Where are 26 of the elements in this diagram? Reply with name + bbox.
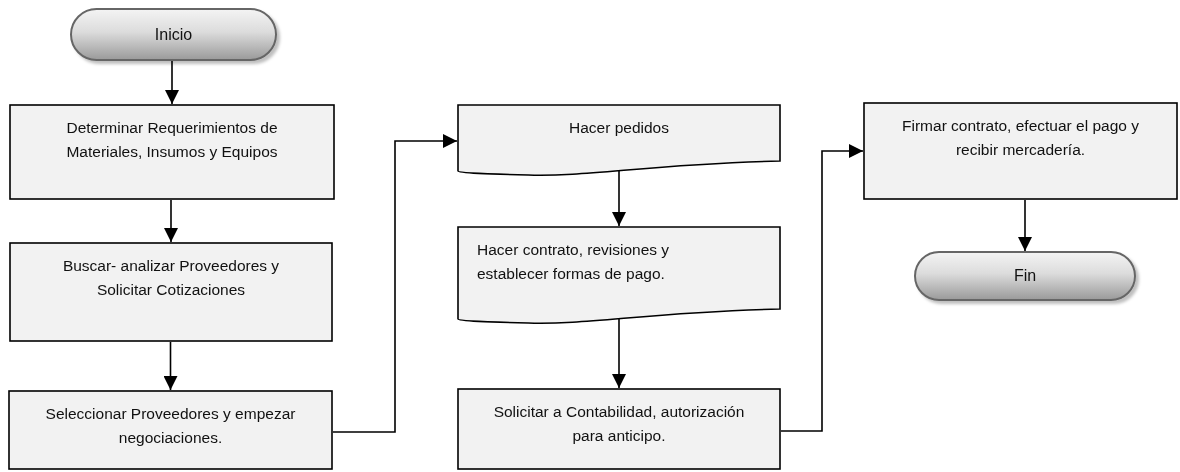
arrow xyxy=(780,144,864,432)
arrow xyxy=(612,317,626,389)
terminator-shape xyxy=(914,251,1136,301)
step-text: Fin xyxy=(1012,266,1038,286)
process-box xyxy=(9,242,333,342)
step-text: Seleccionar Proveedores y empezar negociaciones. xyxy=(44,404,297,448)
terminator-shape xyxy=(70,8,277,61)
step-text: Buscar- analizar Proveedores y Solicitar Cotizaciones xyxy=(61,256,281,300)
document-shape xyxy=(457,104,781,176)
step-text: Hacer pedidos xyxy=(568,118,670,138)
arrow xyxy=(332,134,458,433)
arrow xyxy=(1018,199,1032,252)
process-box xyxy=(8,390,333,470)
process-box xyxy=(457,388,781,470)
document-shape xyxy=(457,226,781,324)
step-text: Inicio xyxy=(153,24,194,45)
arrow xyxy=(164,199,178,243)
arrow xyxy=(163,341,178,391)
process-box xyxy=(9,104,335,200)
step-text: Hacer contrato, revisiones y establecer formas de pago. xyxy=(476,240,671,284)
step-text: Firmar contrato, efectuar el pago y recibir mercadería. xyxy=(901,116,1140,160)
step-text: Solicitar a Contabilidad, autorización para anticipo. xyxy=(492,402,746,446)
process-box xyxy=(863,102,1178,200)
arrow xyxy=(165,60,179,105)
arrow xyxy=(612,169,626,227)
step-text: Determinar Requerimientos de Materiales, Insumos y Equipos xyxy=(65,118,279,162)
